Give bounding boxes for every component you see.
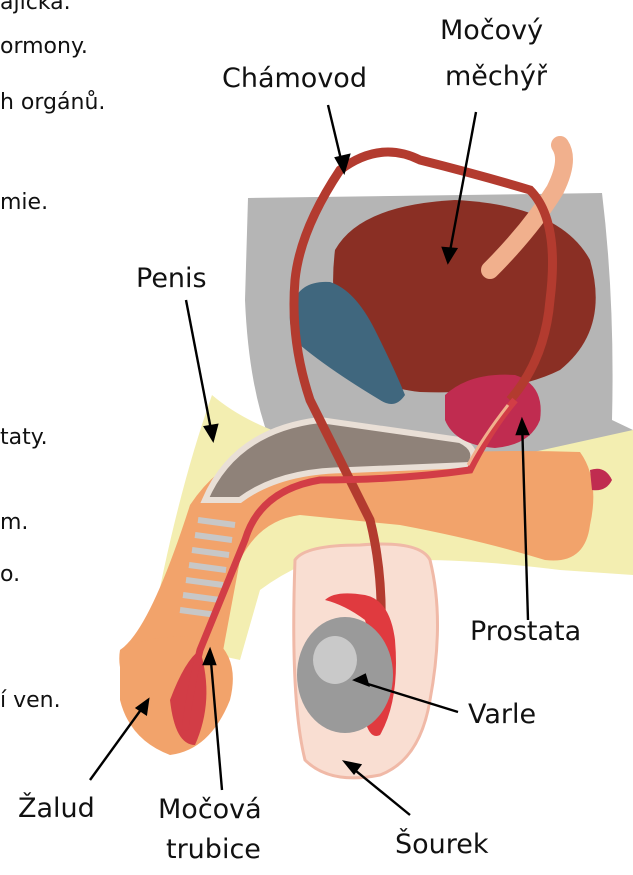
label-mocovy-mechyr-line2: měchýř	[445, 60, 547, 94]
pointer-zalud	[90, 700, 148, 780]
label-chamovod: Chámovod	[222, 62, 367, 96]
label-prostata: Prostata	[470, 615, 581, 649]
label-sourek: Šourek	[395, 828, 489, 862]
label-penis: Penis	[136, 262, 207, 296]
label-mocova-trubice-line2: trubice	[166, 833, 261, 867]
pointer-penis	[186, 300, 213, 440]
label-varle: Varle	[468, 698, 536, 732]
label-zalud: Žalud	[18, 792, 95, 826]
label-mocovy-mechyr-line1: Močový	[440, 14, 543, 48]
label-mocova-trubice-line1: Močová	[158, 793, 262, 827]
